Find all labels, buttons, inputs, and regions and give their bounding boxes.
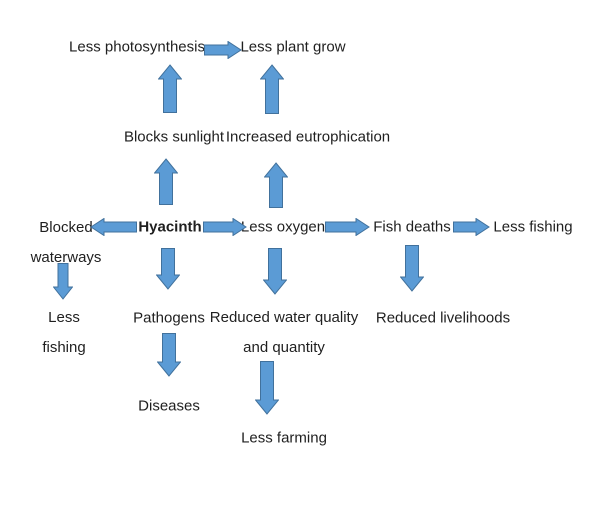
node-less-fishing-left-line1: Less: [48, 309, 80, 326]
node-increased-eutrophication: Increased eutrophication: [225, 128, 391, 146]
node-less-oxygen: Less oxygen: [240, 218, 326, 236]
node-hyacinth: Hyacinth: [138, 218, 202, 236]
arrow-right-icon-hyacinth-to-less-oxygen: [203, 218, 247, 236]
arrow-right-icon-fish-deaths-to-less-fishing: [453, 218, 490, 236]
node-reduced-water-quality-line1: Reduced water quality: [209, 309, 359, 326]
arrow-right-icon-less-photosynthesis-to-less-plant-grow: [204, 41, 242, 59]
arrow-right-icon-less-oxygen-to-fish-deaths: [325, 218, 370, 236]
node-blocked-waterways-line2: waterways: [30, 249, 102, 266]
arrow-up-icon-hyacinth-to-blocks-sunlight: [154, 158, 178, 205]
node-less-farming: Less farming: [241, 429, 327, 447]
node-blocks-sunlight: Blocks sunlight: [123, 128, 225, 146]
node-less-photosynthesis: Less photosynthesis: [69, 38, 205, 56]
arrow-down-icon-less-oxygen-to-reduced-water-quality: [263, 248, 287, 295]
arrow-down-icon-fish-deaths-to-reduced-livelihoods: [400, 245, 424, 292]
node-less-plant-grow: Less plant grow: [240, 38, 346, 56]
node-reduced-water-quality: Reduced water quality and quantity: [210, 303, 358, 363]
arrow-down-icon-hyacinth-to-pathogens: [156, 248, 180, 290]
arrow-up-icon-blocks-sunlight-to-less-photosynthesis: [158, 64, 182, 113]
arrow-up-icon-increased-eutrophication-to-less-plant-grow: [260, 64, 284, 114]
arrow-down-icon-reduced-water-quality-to-less-farming: [255, 361, 279, 415]
node-reduced-livelihoods: Reduced livelihoods: [375, 309, 511, 327]
arrow-left-icon-hyacinth-to-blocked-waterways: [90, 218, 137, 236]
node-less-fishing-left-line2: fishing: [42, 339, 86, 356]
node-less-fishing-right: Less fishing: [493, 218, 573, 236]
arrow-up-icon-less-oxygen-to-increased-eutrophication: [264, 162, 288, 208]
arrow-down-icon-blocked-waterways-to-less-fishing: [53, 263, 73, 300]
node-pathogens: Pathogens: [133, 309, 205, 327]
node-blocked-waterways-line1: Blocked: [39, 219, 93, 236]
arrow-down-icon-pathogens-to-diseases: [157, 333, 181, 377]
node-diseases: Diseases: [138, 397, 200, 415]
node-blocked-waterways: Blocked waterways: [31, 213, 102, 273]
node-less-fishing-left: Less fishing: [42, 303, 85, 363]
node-reduced-water-quality-line2: and quantity: [243, 339, 325, 356]
node-fish-deaths: Fish deaths: [373, 218, 451, 236]
